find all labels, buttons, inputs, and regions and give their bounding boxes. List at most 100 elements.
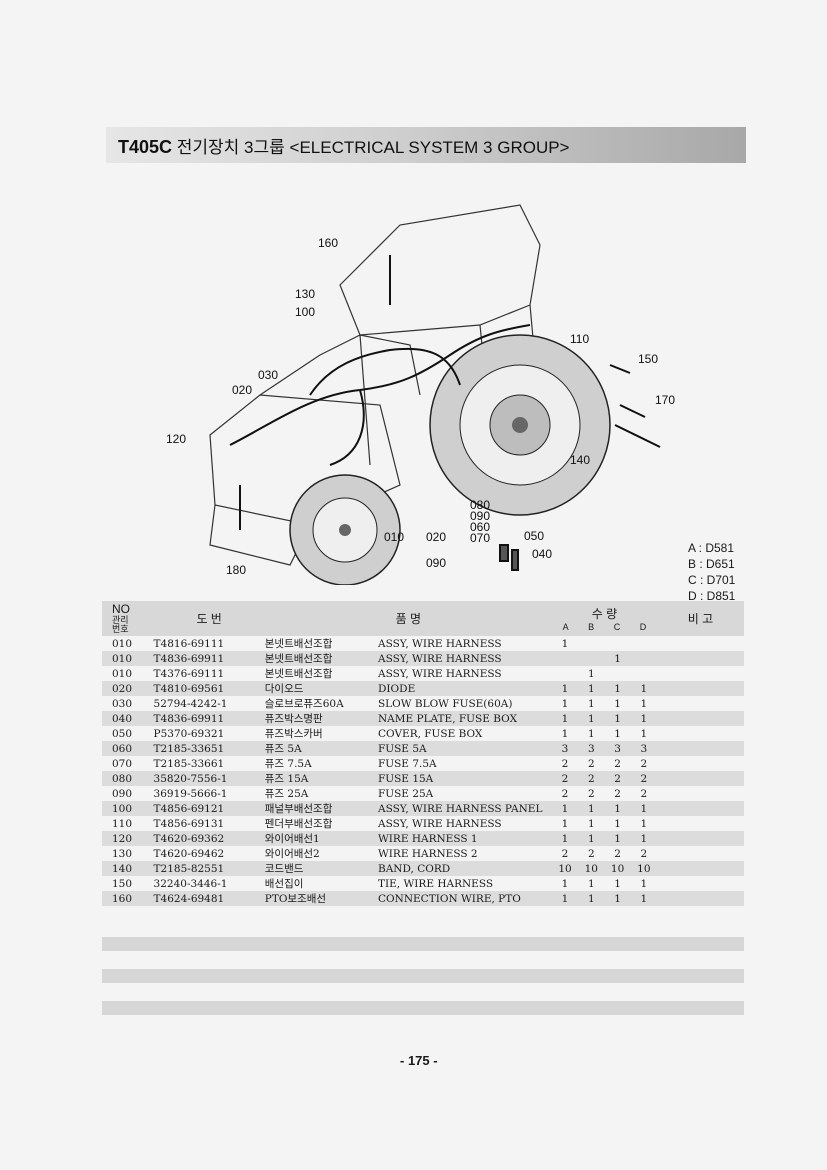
row-qty-b: 1: [587, 697, 595, 710]
section-title-en: <ELECTRICAL SYSTEM 3 GROUP>: [289, 138, 570, 157]
row-qty-a: 2: [561, 757, 569, 770]
row-name-kr: 배선집이: [264, 878, 304, 890]
row-no: 120: [102, 831, 154, 846]
row-remark: [657, 711, 744, 726]
qty-col-d: D: [639, 622, 647, 632]
row-remark: [657, 666, 744, 681]
row-name-kr: 퓨즈 15A: [264, 771, 378, 786]
row-remark: [657, 696, 744, 711]
row-qty-a: 1: [561, 877, 569, 890]
row-name-kr: 퓨즈 7.5A: [264, 758, 312, 770]
row-qty-b: 1: [578, 831, 605, 846]
row-remark: [657, 801, 744, 816]
row-name-en: WIRE HARNESS 1: [377, 831, 552, 846]
row-qty-a: 1: [551, 711, 579, 726]
row-remark: [657, 756, 744, 771]
row-no: 010: [102, 651, 154, 666]
row-qty-b: 1: [578, 801, 605, 816]
row-qty-d: [631, 666, 657, 681]
row-no: 040: [102, 711, 154, 726]
row-no: 020: [102, 681, 154, 696]
callout-140: 140: [570, 453, 591, 467]
row-qty-b: 3: [578, 741, 605, 756]
col-name: 품 명: [264, 601, 552, 636]
row-no: 140: [102, 861, 154, 876]
callout-040: 040: [532, 547, 553, 561]
col-mgmt: 관리 번호: [112, 615, 129, 634]
row-name-kr: 퓨즈박스카버: [264, 728, 323, 740]
row-remark: [657, 636, 744, 651]
row-qty-a: 1: [551, 831, 579, 846]
callout-130: 130: [295, 287, 316, 301]
row-part-no: T4856-69131: [153, 817, 225, 830]
empty-row-band: [102, 969, 744, 983]
row-name-kr: 본넷트배선조합: [264, 651, 378, 666]
col-no: NO 관리 번호: [102, 601, 154, 636]
row-no: 160: [102, 891, 154, 906]
row-remark: [657, 891, 744, 906]
row-no: 130: [112, 847, 133, 860]
row-name-kr: 다이오드: [264, 681, 378, 696]
row-qty-a: 1: [561, 637, 569, 650]
row-qty-b: 2: [587, 787, 595, 800]
row-name-kr: 와이어배선2: [264, 848, 320, 860]
row-name-en: TIE, WIRE HARNESS: [377, 877, 494, 890]
row-qty-b: 1: [587, 727, 595, 740]
row-name-en: FUSE 5A: [377, 741, 552, 756]
row-name-kr: 본넷트배선조합: [264, 668, 333, 680]
row-name-en: NAME PLATE, FUSE BOX: [377, 711, 552, 726]
row-qty-c: 1: [604, 711, 631, 726]
row-part-no: T4620-69362: [153, 831, 265, 846]
row-no: 110: [112, 817, 133, 830]
callout-180: 180: [226, 563, 247, 577]
row-qty-d: 2: [640, 787, 648, 800]
row-qty-d: 2: [630, 771, 657, 786]
row-qty-d: 2: [640, 847, 648, 860]
row-qty-c: 10: [604, 861, 631, 876]
row-qty-b: 2: [578, 771, 605, 786]
callout-020-lower: 020: [426, 530, 447, 544]
row-part-no: T4856-69121: [153, 801, 265, 816]
callout-080: 080: [470, 498, 491, 512]
row-qty-a: 1: [561, 817, 569, 830]
row-no: 060: [102, 741, 154, 756]
part-050: [499, 544, 509, 562]
section-code: T405C: [118, 137, 173, 157]
callout-110: 110: [570, 332, 590, 346]
part-040: [511, 549, 519, 571]
row-no: 090: [112, 787, 133, 800]
row-qty-d: 1: [640, 877, 648, 890]
qty-col-c: C: [613, 622, 621, 632]
row-part-no: 36919-5666-1: [153, 787, 228, 800]
row-name-kr: 패널부배선조합: [264, 801, 378, 816]
row-qty-c: 3: [604, 741, 631, 756]
row-qty-c: 1: [604, 831, 631, 846]
row-no: 010: [112, 667, 133, 680]
row-qty-d: 1: [630, 711, 657, 726]
row-qty-d: 1: [630, 801, 657, 816]
row-qty-b: [578, 651, 605, 666]
row-no: 030: [112, 697, 133, 710]
row-name-en: ASSY, WIRE HARNESS: [377, 637, 502, 650]
callout-150: 150: [638, 352, 659, 366]
row-qty-d: 1: [640, 727, 648, 740]
row-qty-d: [631, 636, 657, 651]
row-qty-c: 1: [614, 817, 621, 830]
row-remark: [657, 741, 744, 756]
row-qty-c: 1: [614, 877, 621, 890]
row-name-kr: 퓨즈 25A: [264, 788, 309, 800]
row-qty-d: 2: [640, 757, 648, 770]
table-header-row: NO 관리 번호 도 번 품 명 수 량 A B C D 비 고: [102, 601, 744, 636]
row-qty-c: 1: [614, 697, 621, 710]
callout-050: 050: [524, 529, 545, 543]
row-name-en: ASSY, WIRE HARNESS: [377, 667, 502, 680]
part-150: [609, 364, 631, 374]
wire-harness-main: [229, 324, 531, 446]
